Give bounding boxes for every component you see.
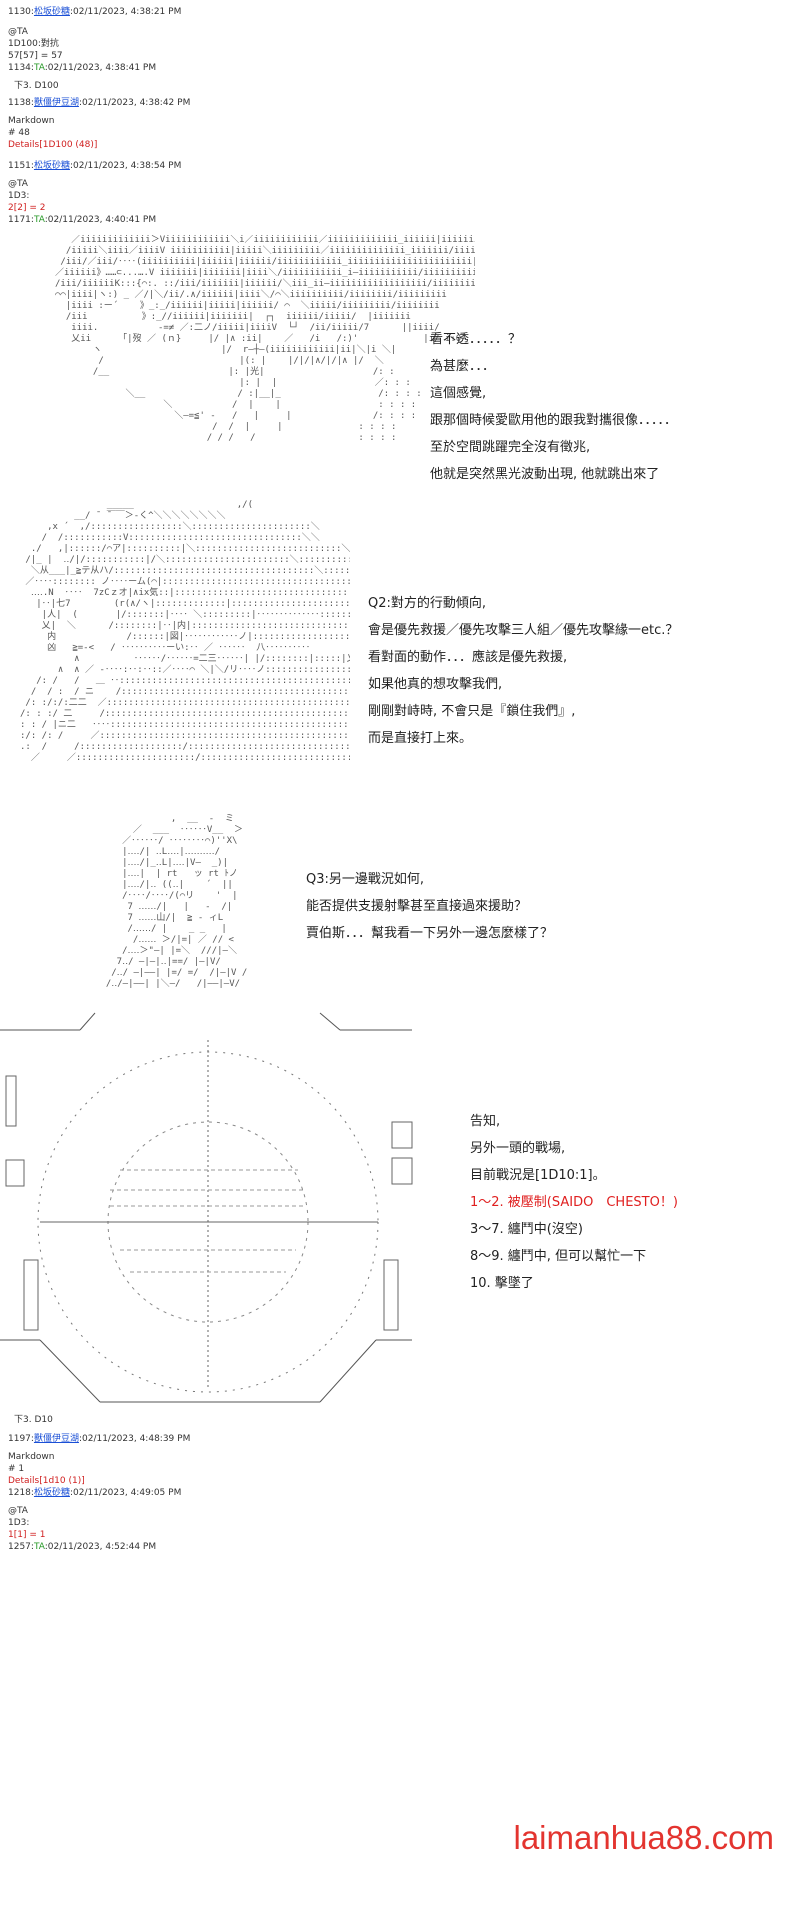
scene-2-dialogue: Q2:對方的行動傾向, 會是優先救援／優先攻擊三人組／優先攻擊緣一etc.？ 看… — [368, 596, 679, 746]
user-link[interactable]: 松坂砂糖 — [33, 1488, 70, 1498]
post-1138: 1138:獸僵伊豆湖:02/11/2023, 4:38:42 PM Markdo… — [8, 98, 191, 150]
post-roll-instruction: 下3. D10 — [14, 1415, 53, 1425]
user-link[interactable]: 松坂砂糖 — [33, 7, 70, 17]
user-link[interactable]: TA — [33, 1542, 45, 1552]
result-option-selected: 1～2. 被壓制(SAIDO CHESTO！) — [470, 1195, 678, 1210]
post-1130: 1130:松坂砂糖:02/11/2023, 4:38:21 PM @TA 1D1… — [8, 7, 182, 61]
user-link[interactable]: 松坂砂糖 — [33, 161, 70, 171]
post-1197: 1197:獸僵伊豆湖:02/11/2023, 4:48:39 PM Markdo… — [8, 1434, 191, 1486]
scene-1-dialogue: 看不透．．．．．？ 為甚麼．．． 這個感覺, 跟那個時候愛歐用他的跟我對攜很像．… — [430, 332, 678, 482]
ascii-art-scene-4 — [0, 1012, 413, 1403]
ascii-art-scene-3: , __ - ミ ／ ___ ‥‥‥V__ ＞ ／‥‥‥/ ‥‥‥‥⌒)''X\… — [105, 814, 248, 989]
post-1257: 1257:TA:02/11/2023, 4:52:44 PM — [8, 1542, 157, 1552]
scene-4-dialogue: 告知, 另外一頭的戰場, 目前戰況是[1D10:1]。 1～2. 被壓制(SAI… — [470, 1114, 678, 1291]
scene-3-dialogue: Q3:另一邊戰況如何, 能否提供支援射擊甚至直接過來援助？ 賈伯斯．．．幫我看一… — [306, 872, 554, 941]
post-1171: 1171:TA:02/11/2023, 4:40:41 PM — [8, 215, 157, 225]
user-link[interactable]: 獸僵伊豆湖 — [33, 1434, 79, 1444]
post-1218: 1218:松坂砂糖:02/11/2023, 4:49:05 PM @TA 1D3… — [8, 1488, 182, 1540]
post-1151: 1151:松坂砂糖:02/11/2023, 4:38:54 PM @TA 1D3… — [8, 161, 182, 213]
user-link[interactable]: TA — [33, 63, 45, 73]
ascii-art-scene-2: _____ ,/( __/ ̄ ̄￣￣＞-く^＼＼＼＼＼＼＼＼ ,x ´ ,/:… — [20, 500, 350, 763]
user-link[interactable]: 獸僵伊豆湖 — [33, 98, 79, 108]
details-link[interactable]: Details[1D100 (48)] — [8, 140, 98, 150]
watermark-text: laimanhua88.com — [513, 1819, 775, 1856]
details-link[interactable]: Details[1d10 (1)] — [8, 1476, 85, 1486]
post-1134: 1134:TA:02/11/2023, 4:38:41 PM 下3. D100 — [8, 63, 157, 91]
ascii-art-scene-1: ／iiiiiiiiiiiii＞Viiiiiiiiiiii＼i／iiiiiiiii… — [55, 235, 475, 443]
user-link[interactable]: TA — [33, 215, 45, 225]
